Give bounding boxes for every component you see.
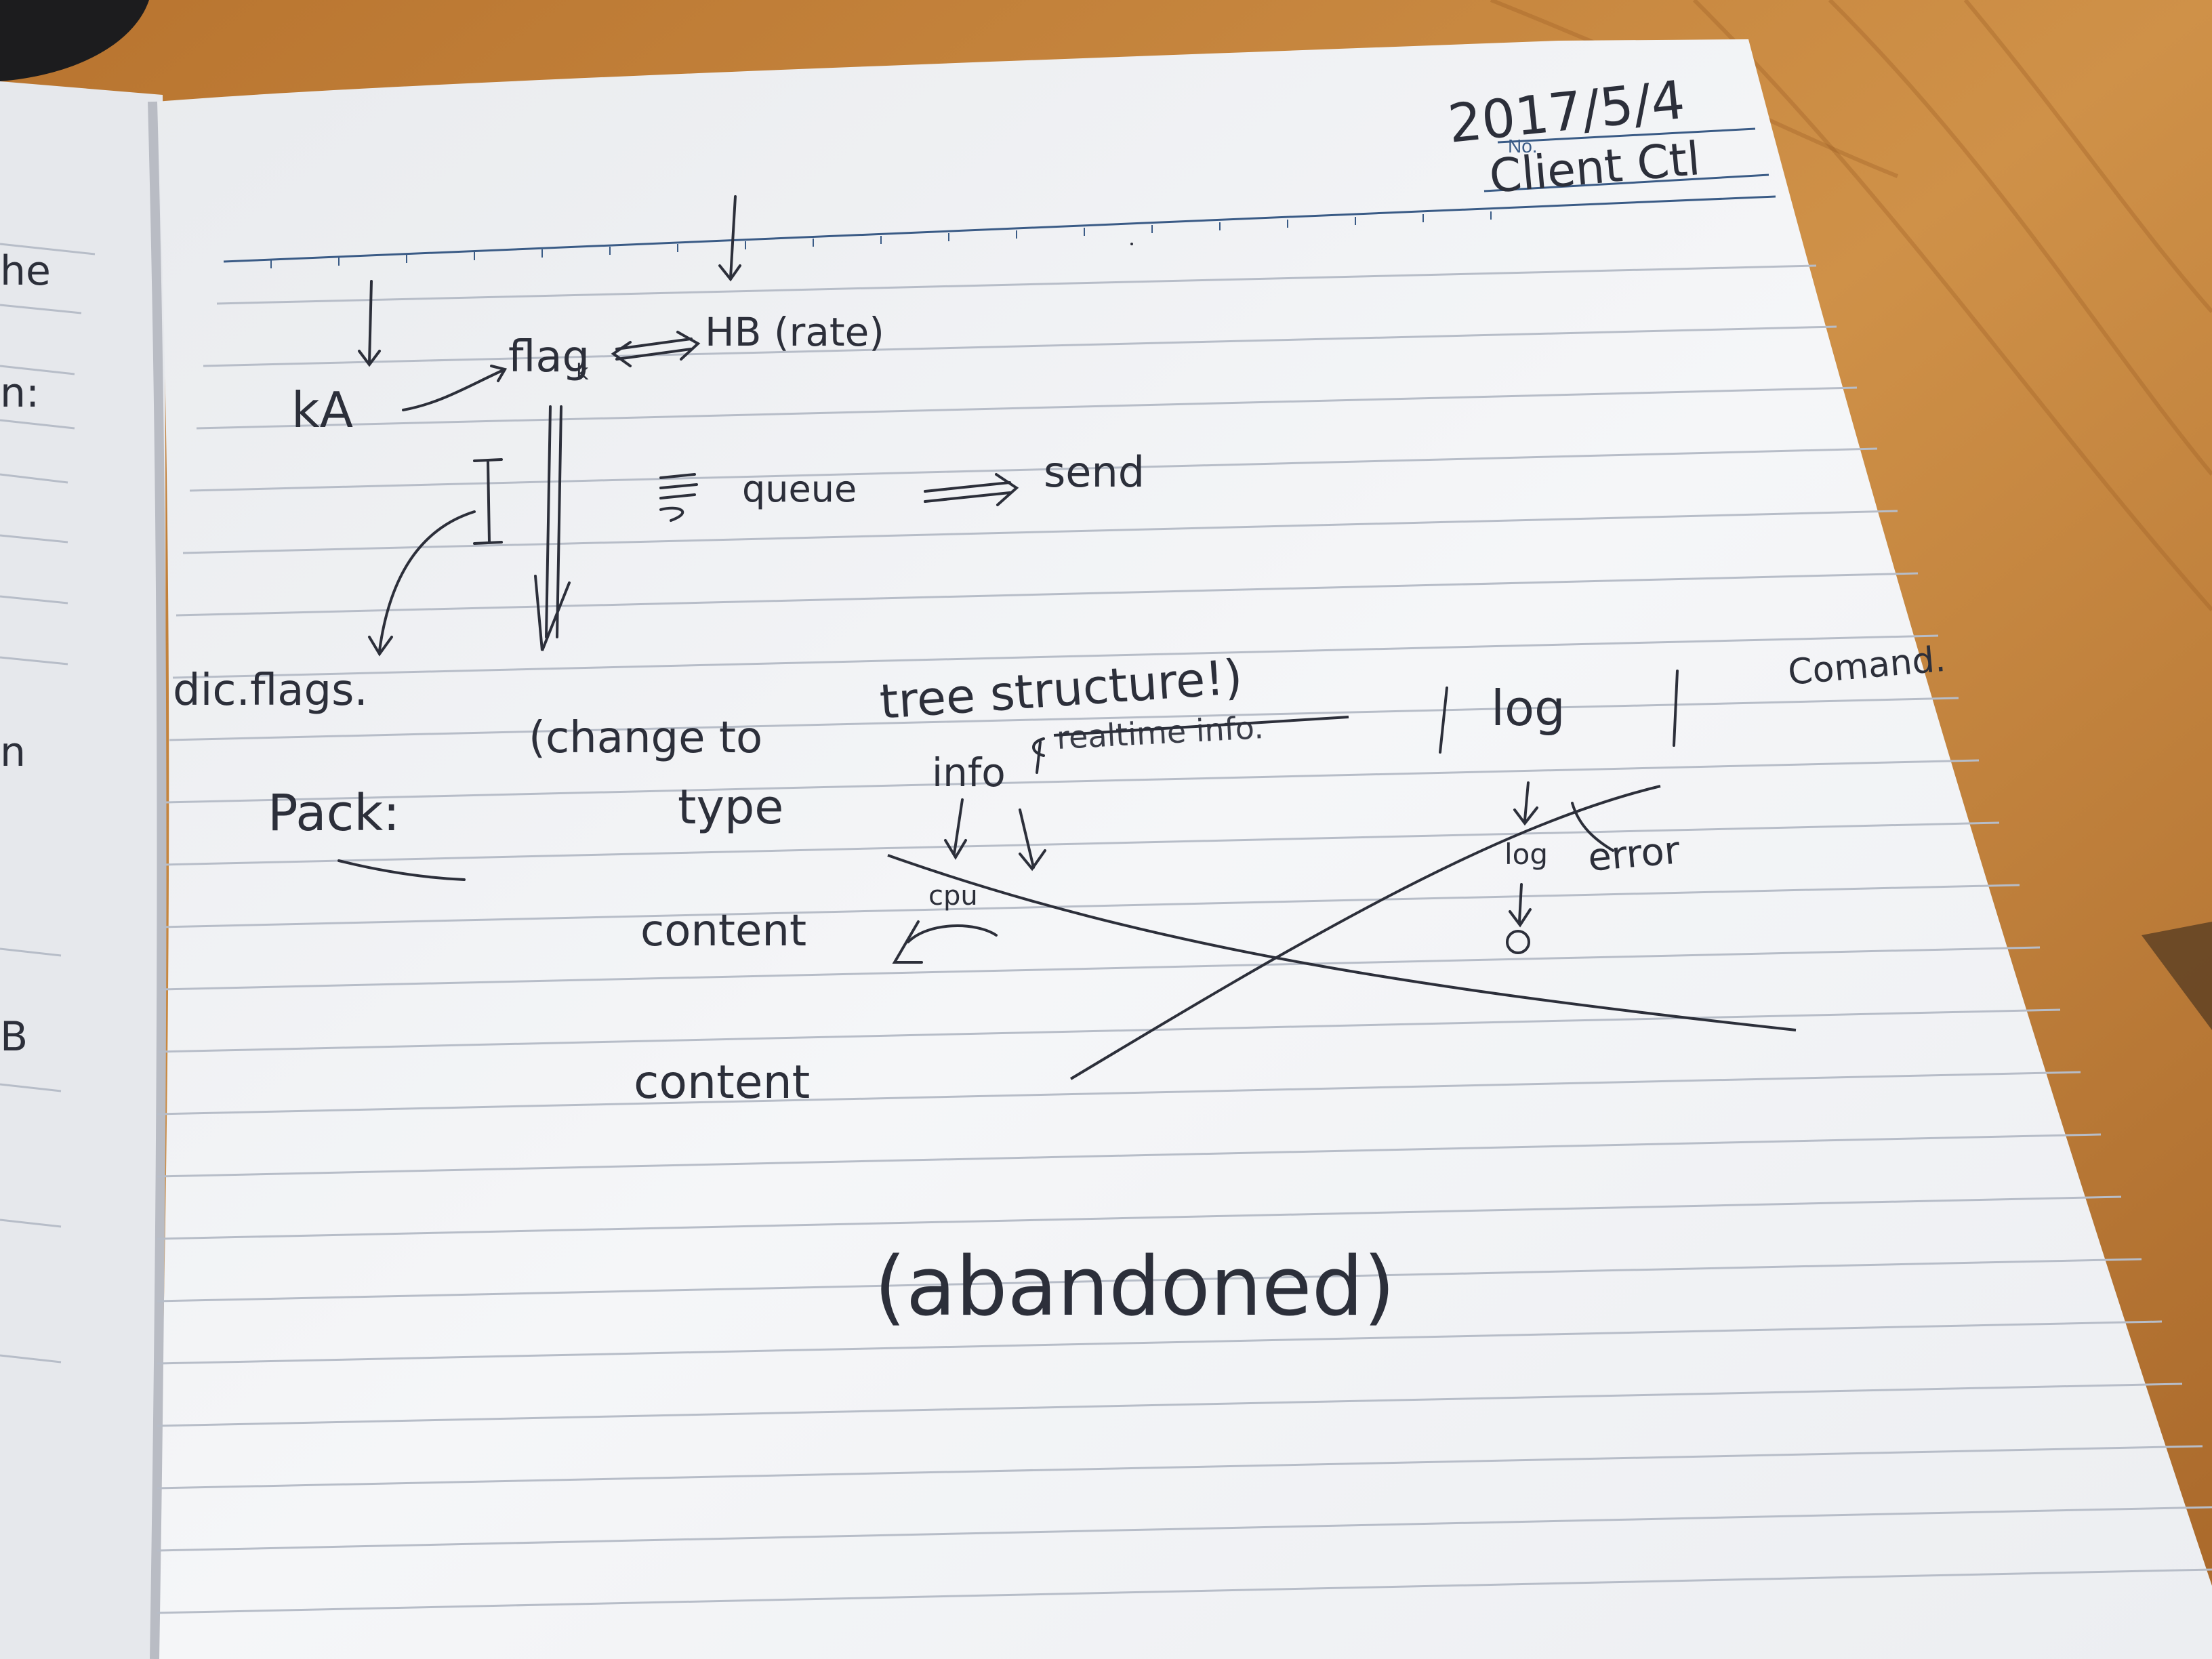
change-to-label: (change to	[529, 713, 762, 763]
ruled-lines	[157, 264, 2212, 1614]
left-fragment-1: he	[0, 247, 51, 295]
timeline-down-arrow	[729, 195, 737, 279]
send-label: send	[1044, 447, 1145, 497]
down-arrow-icon	[358, 350, 381, 367]
error-label: error	[1586, 828, 1683, 880]
double-arrow-icon	[611, 331, 701, 367]
left-fragment-4: B	[0, 1013, 28, 1061]
left-page	[0, 81, 166, 1659]
arrow-to-flag-icon	[490, 365, 508, 382]
arrow-to-send-icon	[924, 473, 1019, 506]
content-label-1: content	[640, 906, 806, 956]
right-page	[156, 39, 2212, 1659]
arrow-to-dic-icon	[368, 636, 393, 657]
left-page-lines	[0, 243, 96, 1364]
at-symbol-icon	[1506, 930, 1530, 954]
cpu-label: cpu	[928, 880, 978, 912]
cross-out	[887, 785, 1797, 1080]
flow-diagram	[337, 195, 1679, 964]
flag-subscript: k	[576, 359, 589, 385]
page-gutter-shadow	[148, 101, 167, 1659]
flag-label: flag	[508, 332, 590, 382]
no-label: No.	[1508, 136, 1538, 157]
queue-stack-icon	[659, 473, 698, 522]
type-label: type	[678, 779, 783, 835]
realtime-info-strike	[1053, 716, 1349, 737]
hb-label: HB (rate)	[705, 309, 884, 355]
queue-label: queue	[742, 468, 857, 510]
ka-label: kA	[291, 382, 353, 438]
handwritten-labels: kA flag k HB (rate) queue send dic.flags…	[173, 309, 1947, 1334]
info-label: info	[932, 750, 1006, 796]
left-fragment-2: n:	[0, 369, 39, 417]
left-fragment-3: n	[0, 729, 26, 776]
pack-label: Pack:	[268, 784, 400, 842]
dark-object-corner	[2142, 922, 2212, 1030]
abandoned-label: (abandoned)	[874, 1240, 1395, 1334]
dark-object	[0, 0, 149, 81]
dic-flags-label: dic.flags.	[173, 665, 368, 716]
left-page-fragments: he n: n B	[0, 247, 51, 1061]
log-small-label: log	[1504, 838, 1548, 871]
content-label-2: content	[634, 1056, 810, 1109]
log-box-label: log	[1491, 680, 1565, 737]
